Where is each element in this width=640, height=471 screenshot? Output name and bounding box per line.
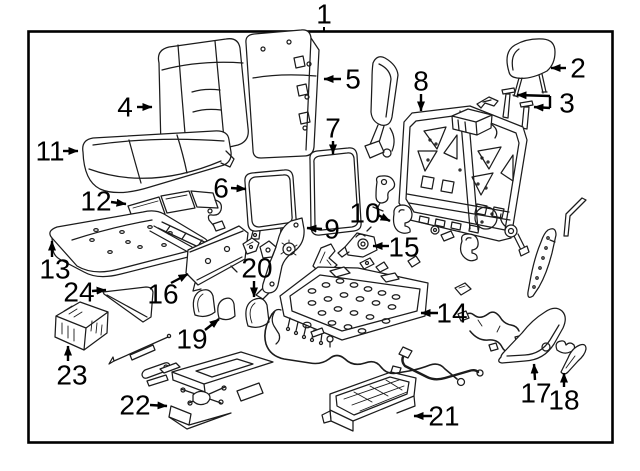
callout-3-leader <box>516 91 551 100</box>
callout-24-leader <box>91 286 107 295</box>
callout-15: 15 <box>388 232 419 263</box>
part-21-floor-panel <box>321 365 417 432</box>
callout-9: 9 <box>324 214 340 245</box>
callout-16: 16 <box>147 279 178 310</box>
callout-22-leader <box>149 401 168 410</box>
part-7-armrest-panel <box>309 147 362 236</box>
callout-4: 4 <box>117 92 133 123</box>
callout-16-leader <box>170 272 189 285</box>
part-16-side-bracket <box>149 225 249 292</box>
gas-strut <box>108 333 172 387</box>
frame-hardware <box>271 310 334 348</box>
callout-9-leader <box>306 224 323 233</box>
part-3-headrest-guides <box>476 87 534 130</box>
part-24-panel <box>102 286 154 323</box>
part-9-recliner-bracket <box>255 217 305 300</box>
right-side-hardware <box>430 197 587 298</box>
callout-22: 22 <box>119 390 150 421</box>
part-10-latch-hook <box>392 204 413 234</box>
part-17-side-shield <box>498 307 566 364</box>
callout-1: 1 <box>316 0 332 30</box>
part-22-riser-assembly <box>159 351 274 430</box>
callout-10: 10 <box>349 198 380 229</box>
callout-19-leader <box>204 318 220 331</box>
anchor-bolts <box>359 255 421 273</box>
callout-6: 6 <box>213 173 229 204</box>
callout-8: 8 <box>413 66 429 97</box>
part-5-seat-back-panel <box>245 29 320 159</box>
part-14-seat-frame <box>279 266 429 346</box>
callout-3: 3 <box>559 88 575 119</box>
callout-21: 21 <box>428 401 459 432</box>
part-11-seat-cushion <box>82 130 235 194</box>
callout-17: 17 <box>520 378 551 409</box>
callout-6-leader <box>230 184 247 193</box>
callout-19: 19 <box>176 324 207 355</box>
callout-18: 18 <box>548 385 579 416</box>
part-20-cover <box>245 297 270 328</box>
release-cables <box>264 308 484 387</box>
hinge-clamps <box>242 237 277 259</box>
part-15-latch <box>337 226 378 258</box>
part-2-headrest <box>506 38 556 98</box>
callout-17-leader <box>530 363 539 381</box>
callout-12-leader <box>110 198 127 207</box>
part-18-handle <box>555 340 587 375</box>
belt-guide-clamp <box>372 175 396 212</box>
part-8-seat-back-frame <box>398 105 528 242</box>
callout-13: 13 <box>39 254 70 285</box>
callout-12: 12 <box>80 186 111 217</box>
callout-7: 7 <box>325 113 341 144</box>
callout-10-leader <box>377 213 391 223</box>
part-19-covers <box>192 289 236 321</box>
callout-20: 20 <box>241 253 272 284</box>
callout-14: 14 <box>436 298 467 329</box>
callout-24: 24 <box>63 277 94 308</box>
callout-5: 5 <box>345 64 361 95</box>
callout-23: 23 <box>56 360 87 391</box>
part-13-cushion-pad <box>49 210 214 278</box>
callout-11: 11 <box>35 136 64 167</box>
callout-3-leader <box>533 103 551 112</box>
diagram-border <box>27 30 614 444</box>
seat-belt-retractor <box>364 56 399 159</box>
part-23-cover <box>54 301 109 351</box>
callout-2: 2 <box>570 53 586 84</box>
